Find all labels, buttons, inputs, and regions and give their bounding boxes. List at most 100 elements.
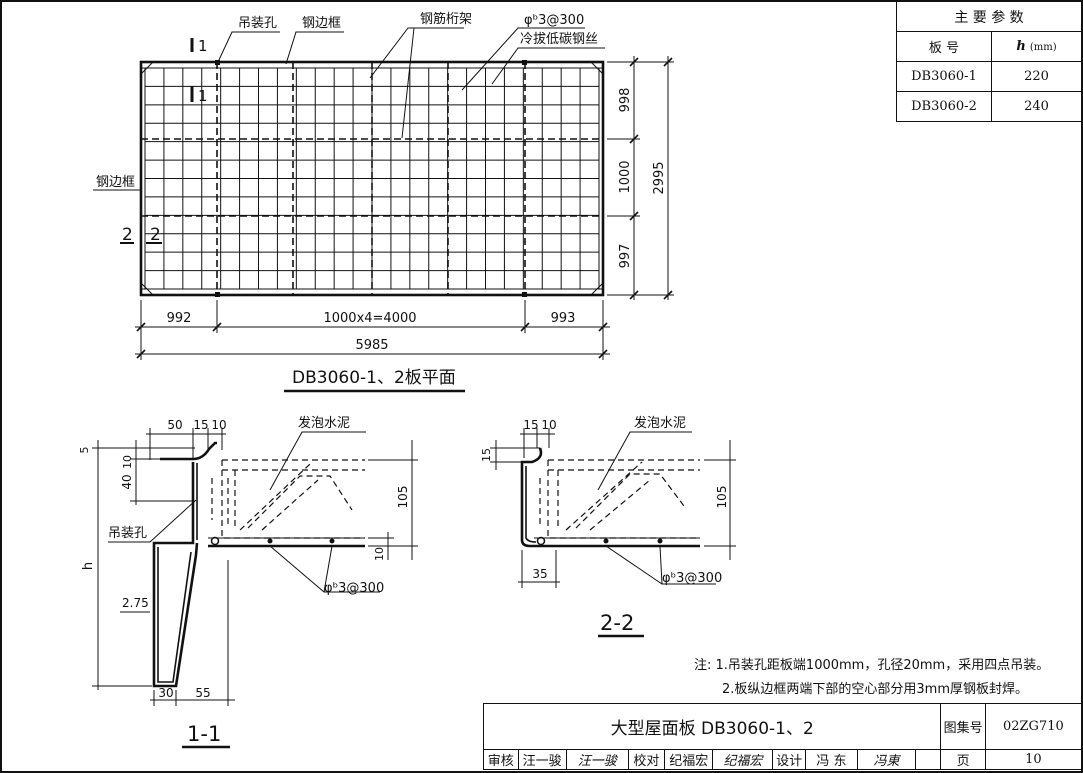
plan-title: DB3060-1、2板平面 [292,368,456,388]
section-mark-1-top: 1 [198,37,208,55]
corner-brace [590,282,604,296]
section-1-1-truss [211,463,319,531]
lift-hole-mark [522,292,527,297]
section-1-1-foam [221,459,365,539]
atlas-number: 02ZG710 [984,703,1083,750]
section-2-2-foam [547,459,700,539]
drawing-title: 大型屋面板 DB3060-1、2 [482,703,942,750]
corner-brace [140,282,154,296]
dim-tick [629,134,639,144]
lift-hole-label-1: 吊装孔 [108,526,147,541]
leader-truss-b [401,27,415,139]
page-label: 页 [940,749,986,770]
checker-signature: 纪福宏 [712,749,774,770]
param-h-unit: (mm) [1029,42,1057,53]
label-truss: 钢筋桁架 [420,11,472,27]
dim-993: 993 [551,311,576,326]
dim-1-40: 40 [120,474,134,489]
dim-2-105: 105 [715,486,729,509]
rebar-dot [210,536,220,546]
dim-2-10: 10 [541,418,556,432]
checker-name: 纪福宏 [664,749,714,770]
dim-992: 992 [167,311,192,326]
param-row-id: DB3060-1 [896,61,992,92]
section-2-2-steel-inner [525,466,537,543]
param-table-col-h: h (mm) [991,31,1082,62]
dim-1000: 1000 [618,160,633,193]
plan-dims-horizontal [135,300,610,360]
dim-tick [663,57,673,67]
leader-foam-2 [597,431,692,491]
dim-tick [629,290,639,300]
section-2-2: 发泡水泥 φᵇ3@300 15 10 15 105 35 2-2 [480,415,736,638]
check-label: 校对 [627,749,666,770]
param-row-h: 240 [991,91,1082,122]
plan-section-marks [120,38,194,244]
param-row-h: 220 [991,61,1082,92]
label-lift-hole: 吊装孔 [238,16,277,31]
plan-corner-braces [140,61,604,296]
dim-1-15: 15 [193,418,208,432]
section-2-2-title: 2-2 [600,611,634,635]
section-mark-1-bottom: 1 [198,87,208,105]
param-table-row: DB3060-1 220 [896,61,1082,92]
design-label: 设计 [772,749,806,770]
dim-998: 998 [618,88,633,113]
dim-tick [212,322,222,332]
dim-tick [629,211,639,221]
rebar-label-1: φᵇ3@300 [324,581,384,596]
leader-rebar-2b [659,545,663,585]
notes-line-1: 注: 1.吊装孔距板端1000mm，孔径20mm，采用四点吊装。 [694,654,1049,673]
param-row-id: DB3060-2 [896,91,992,122]
param-h-symbol: h [1016,39,1026,54]
rebar-dot [603,538,609,544]
section-2-2-dims [490,428,736,588]
section-2-2-steel-profile [520,447,700,548]
lift-hole-mark [522,60,527,65]
dim-1-5: 5 [78,447,91,454]
plan-dims-vertical [607,56,674,300]
dim-tick [663,290,673,300]
corner-brace [590,61,604,75]
section-1-1-steel-profile [152,441,217,688]
dim-2-v15: 15 [480,448,493,462]
corner-brace [140,61,154,75]
rebar-dot [536,536,546,546]
dim-tick [598,322,608,332]
label-steel-frame-left: 钢边框 [96,175,135,190]
reviewer-name: 汪一骏 [517,749,567,770]
dim-tick [520,322,530,332]
dim-4000: 1000x4=4000 [323,311,416,326]
section-mark-2-left: 2 [122,225,133,245]
section-1-1-steel-inner [157,463,198,683]
page-number: 10 [984,749,1083,770]
label-rebar-spec: φᵇ3@300 [524,13,584,28]
dim-1-50: 50 [167,418,182,432]
rebar-dot [329,538,335,544]
param-table-title: 主 要 参 数 [896,1,1082,32]
note-1: 1.吊装孔距板端1000mm，孔径20mm，采用四点吊装。 [715,658,1050,673]
leader-lift-hole-1 [108,499,197,543]
rebar-label-2: φᵇ3@300 [662,571,722,586]
section-1-1: 发泡水泥 吊装孔 φᵇ3@300 50 15 10 5 10 40 h 2.75… [78,415,418,749]
dim-1-v10b: 10 [373,547,386,561]
atlas-label: 图集号 [940,703,986,750]
section-1-1-dims [92,428,418,706]
dim-1-h: h [81,562,96,570]
leader-cold-wire [491,47,605,85]
plan-mesh-grid [144,67,600,290]
leader-foam-1 [269,431,366,491]
label-steel-frame-top: 钢边框 [302,16,341,31]
dim-1-30: 30 [158,686,173,700]
dim-tick [136,322,146,332]
param-table-col-id: 板 号 [896,31,992,62]
section-1-1-title: 1-1 [187,722,221,746]
dim-tick [136,349,146,359]
dim-5985: 5985 [355,338,388,353]
lift-hole-mark [215,292,220,297]
dim-1-v10: 10 [121,455,134,469]
dim-2-35: 35 [532,567,547,581]
dim-tick [598,349,608,359]
